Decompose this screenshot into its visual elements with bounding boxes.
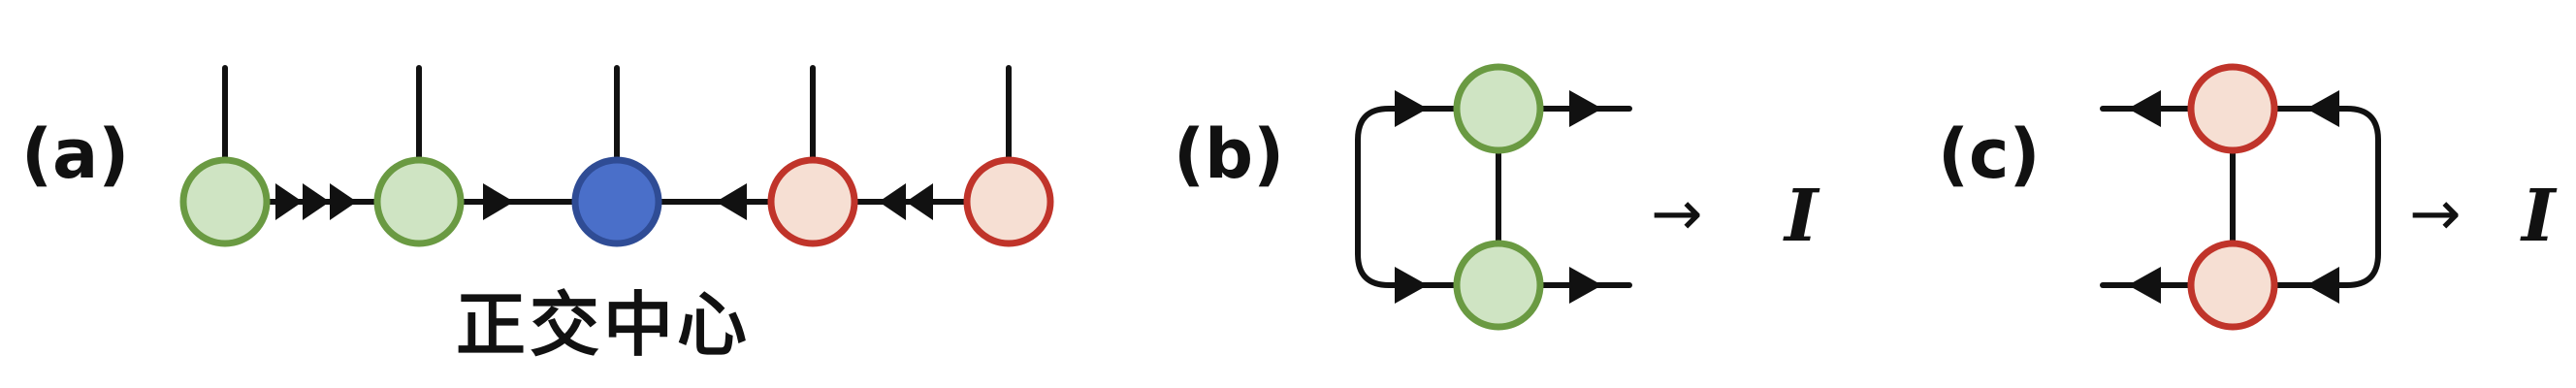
panel-c-label: (c) — [1938, 114, 2040, 194]
tensor-node-red — [963, 156, 1054, 247]
arrow-right-icon — [275, 183, 303, 220]
panel-a-label: (a) — [21, 114, 129, 194]
panel-b: (b) → I — [1174, 63, 1820, 331]
arrow-left-icon — [2306, 90, 2339, 127]
identity-symbol: I — [2520, 175, 2558, 258]
tensor-node-red-conjugate — [2187, 240, 2278, 331]
arrow-left-icon — [2306, 267, 2339, 304]
tensor-node-red — [2187, 63, 2278, 154]
tensor-node-green — [373, 156, 465, 247]
orthogonality-center-node — [571, 156, 662, 247]
arrow-left-icon — [2128, 90, 2161, 127]
arrow-left-icon — [906, 183, 933, 220]
orthogonality-center-label: 正交中心 — [456, 284, 751, 366]
panel-b-label: (b) — [1174, 114, 1284, 194]
panel-c: (c) → I — [1938, 63, 2558, 331]
arrow-right-icon — [1395, 267, 1428, 304]
arrow-right-icon — [1569, 90, 1602, 127]
arrow-left-icon — [2128, 267, 2161, 304]
maps-to-arrow: → — [1651, 178, 1703, 250]
maps-to-arrow: → — [2409, 178, 2462, 250]
arrow-left-icon — [879, 183, 906, 220]
arrow-left-icon — [716, 183, 747, 220]
panel-a: (a) 正交中心 — [21, 65, 1054, 366]
tensor-node-green-conjugate — [1453, 240, 1544, 331]
tensor-node-green — [1453, 63, 1544, 154]
contraction-loop-right — [2230, 106, 2381, 288]
arrow-right-icon — [330, 183, 357, 220]
tensor-node-red — [767, 156, 858, 247]
arrow-right-icon — [303, 183, 330, 220]
contraction-loop-left — [1355, 106, 1501, 288]
arrow-right-icon — [483, 183, 514, 220]
arrow-right-icon — [1569, 267, 1602, 304]
identity-symbol: I — [1783, 175, 1820, 258]
arrow-right-icon — [1395, 90, 1428, 127]
tensor-node-green — [179, 156, 271, 247]
